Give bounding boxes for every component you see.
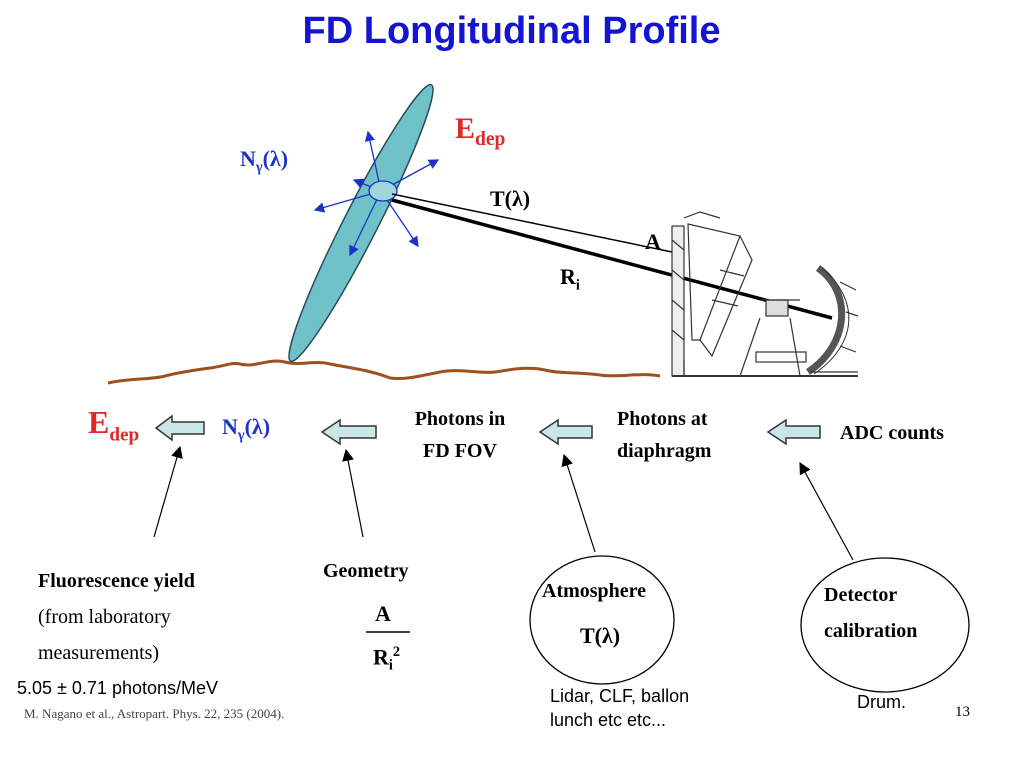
aperture-label: A [645,229,661,254]
input-pointer-arrows [153,445,854,561]
air-shower-ellipse [288,83,434,363]
photons-diaphragm-label: Photons at diaphragm [617,408,712,462]
flow-arrow-2 [320,418,377,446]
atmosphere-label: Atmosphere [542,580,647,602]
page-number: 13 [955,704,970,720]
reference-citation: M. Nagano et al., Astropart. Phys. 22, 2… [24,706,285,721]
geometry-denominator: Ri2 [373,644,401,674]
light-path-upper [391,193,673,253]
geometry-label: Geometry [323,560,409,582]
atmosphere-note: Lidar, CLF, ballon lunch etc etc... [550,686,690,730]
detector-calibration-label: Detector calibration [824,584,918,642]
drum-label: Drum. [857,692,906,712]
geometry-numerator: A [375,601,391,626]
flow-arrow-3 [538,418,593,446]
ngamma-label-flow: Nγ(λ) [222,414,271,444]
telescope-drawing [671,211,859,377]
photons-fov-label: Photons in FD FOV [414,408,506,462]
fluorescence-yield-title: Fluorescence yield [38,570,195,592]
transmission-label: T(λ) [490,186,531,211]
page-title: FD Longitudinal Profile [302,10,721,52]
fluorescence-yield-block: Fluorescence yield (from laboratory meas… [38,563,195,671]
edep-label-top: Edep [455,112,506,150]
atmosphere-transmission: T(λ) [580,623,621,648]
flow-arrow-4 [766,418,821,446]
adc-counts-label: ADC counts [840,422,944,444]
emission-point [368,180,398,202]
fluorescence-yield-value: 5.05 ± 0.71 photons/MeV [17,678,219,698]
light-path-lower [391,198,833,320]
detector-ellipse [800,557,970,693]
flow-arrows [154,414,821,446]
distance-label: Ri [560,264,580,294]
ngamma-label-top: Nγ(λ) [240,146,289,176]
flow-arrow-1 [154,414,205,442]
edep-label-flow: Edep [88,404,140,446]
ground-line [107,359,661,385]
atmosphere-ellipse [529,555,675,685]
